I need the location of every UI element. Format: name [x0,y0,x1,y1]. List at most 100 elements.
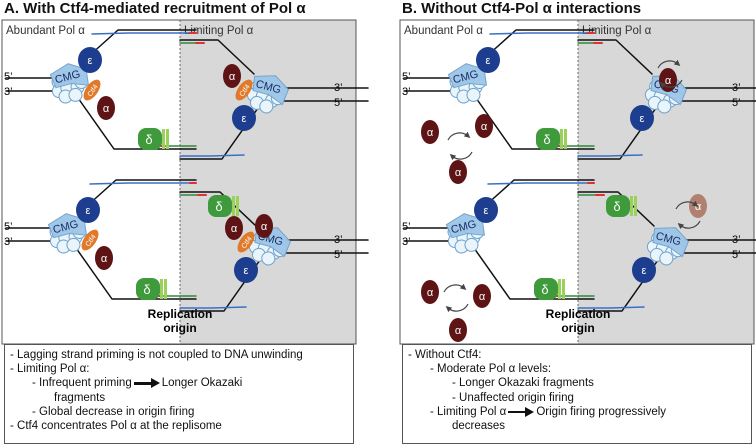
pol-delta-label: δ [543,132,550,147]
leading-strand [91,32,197,35]
three-prime-label: 3’ [4,236,13,248]
turnover-arrow [445,303,469,313]
three-prime-label: 3’ [402,236,411,248]
summary-line: fragments [10,391,348,405]
pol-delta: δ [138,128,169,150]
pol-delta-label: δ [215,199,222,214]
limiting-label: Limiting Pol α [582,25,652,37]
pol-alpha: α [689,194,707,218]
pol-epsilon: ε [632,257,656,283]
mcm-subunit [259,99,274,114]
pol-alpha-label: α [665,75,672,87]
pol-epsilon: ε [232,105,256,131]
panel-b-summary: - Without Ctf4:- Moderate Pol α levels:-… [402,344,752,444]
pol-epsilon: ε [476,47,500,73]
pol-epsilon: ε [78,47,102,73]
pol-epsilon-label: ε [642,265,647,277]
pol-alpha: α [223,64,241,88]
limiting-label: Limiting Pol α [184,25,254,37]
pol-alpha-shape [449,318,467,342]
arrow-icon [508,406,535,417]
pol-delta-shape [606,195,630,217]
turnover-arrow [447,131,471,141]
pol-delta-shape [138,128,162,150]
summary-text: fragments [54,391,106,404]
summary-text: - Longer Okazaki fragments [452,377,594,390]
pol-epsilon-shape [232,105,256,131]
turnover-arrow [677,220,701,230]
cmg-helicase: CMG [47,213,88,254]
summary-text: - Global decrease in origin firing [32,405,195,418]
origin-label-line: Replication [148,307,213,321]
pol-epsilon-label: ε [244,265,249,277]
pcna-clamp [164,279,167,299]
pol-alpha-label: α [455,167,462,179]
summary-line: - Global decrease in origin firing [10,405,348,419]
limiting-region [180,20,356,344]
abundant-label: Abundant Pol α [6,25,85,37]
pol-delta-label: δ [143,282,150,297]
cmg-helicase: CMG [447,63,488,104]
pol-alpha: α [97,96,115,120]
pcna-clamp [160,279,163,299]
lagging-parental [577,39,653,75]
pol-epsilon-label: ε [640,113,645,125]
summary-text: decreases [452,420,506,433]
pcna-clamp [630,196,633,216]
pol-alpha-label: α [455,325,462,337]
lagging-parental [577,191,655,227]
mcm-subunit [68,87,83,102]
pol-alpha-shape [225,216,243,240]
pol-alpha-shape [97,96,115,120]
arrow-icon [133,378,160,389]
summary-text: Longer Okazaki [161,377,243,390]
pol-epsilon: ε [474,197,498,223]
turnover-arrow [675,200,699,210]
summary-line: - Limiting Pol α: [10,362,348,376]
turnover-arrow [443,283,467,293]
pol-epsilon-label: ε [486,55,491,67]
turnover-arrow [657,59,681,69]
three-prime-label: 3’ [732,82,741,94]
pol-alpha-label: α [229,71,236,83]
lagging-parental [475,97,595,150]
summary-text: - Unaffected origin firing [452,391,574,404]
pol-alpha-label: α [231,223,238,235]
summary-line: - Limiting Pol α Origin firing progressiv… [408,405,746,419]
summary-line: - Without Ctf4: [408,348,746,362]
mcm-subunit [659,251,674,266]
ctf4-shape [81,229,99,251]
ctf4-shape [235,79,253,101]
cmg-helicase: CMG [246,75,290,114]
pol-delta-shape [136,278,160,300]
leading-strand [577,306,645,309]
pcna-clamp [236,196,239,216]
pcna-clamp [558,279,561,299]
pol-epsilon-shape [78,47,102,73]
pol-alpha: α [449,318,467,342]
five-prime-label: 5’ [4,71,13,83]
turnover-arrow [449,151,473,161]
mcm-subunit [261,251,276,266]
gins-cdc45 [652,227,690,258]
pol-delta: δ [534,278,565,300]
mcm-subunit [657,99,672,114]
pol-delta: δ [536,128,567,150]
summary-text: - Limiting Pol α [430,405,507,418]
pol-alpha: α [421,120,439,144]
pol-epsilon-label: ε [484,205,489,217]
pol-alpha-label: α [481,121,488,133]
leading-strand [179,306,247,309]
summary-line: - Unaffected origin firing [408,391,746,405]
five-prime-label: 5’ [334,97,343,109]
pol-delta-shape [536,128,560,150]
pol-delta-label: δ [613,199,620,214]
pol-alpha: α [225,216,243,240]
five-prime-label: 5’ [732,97,741,109]
three-prime-label: 3’ [334,82,343,94]
summary-text: Origin firing progressively [536,405,667,418]
pol-delta: δ [208,195,239,217]
